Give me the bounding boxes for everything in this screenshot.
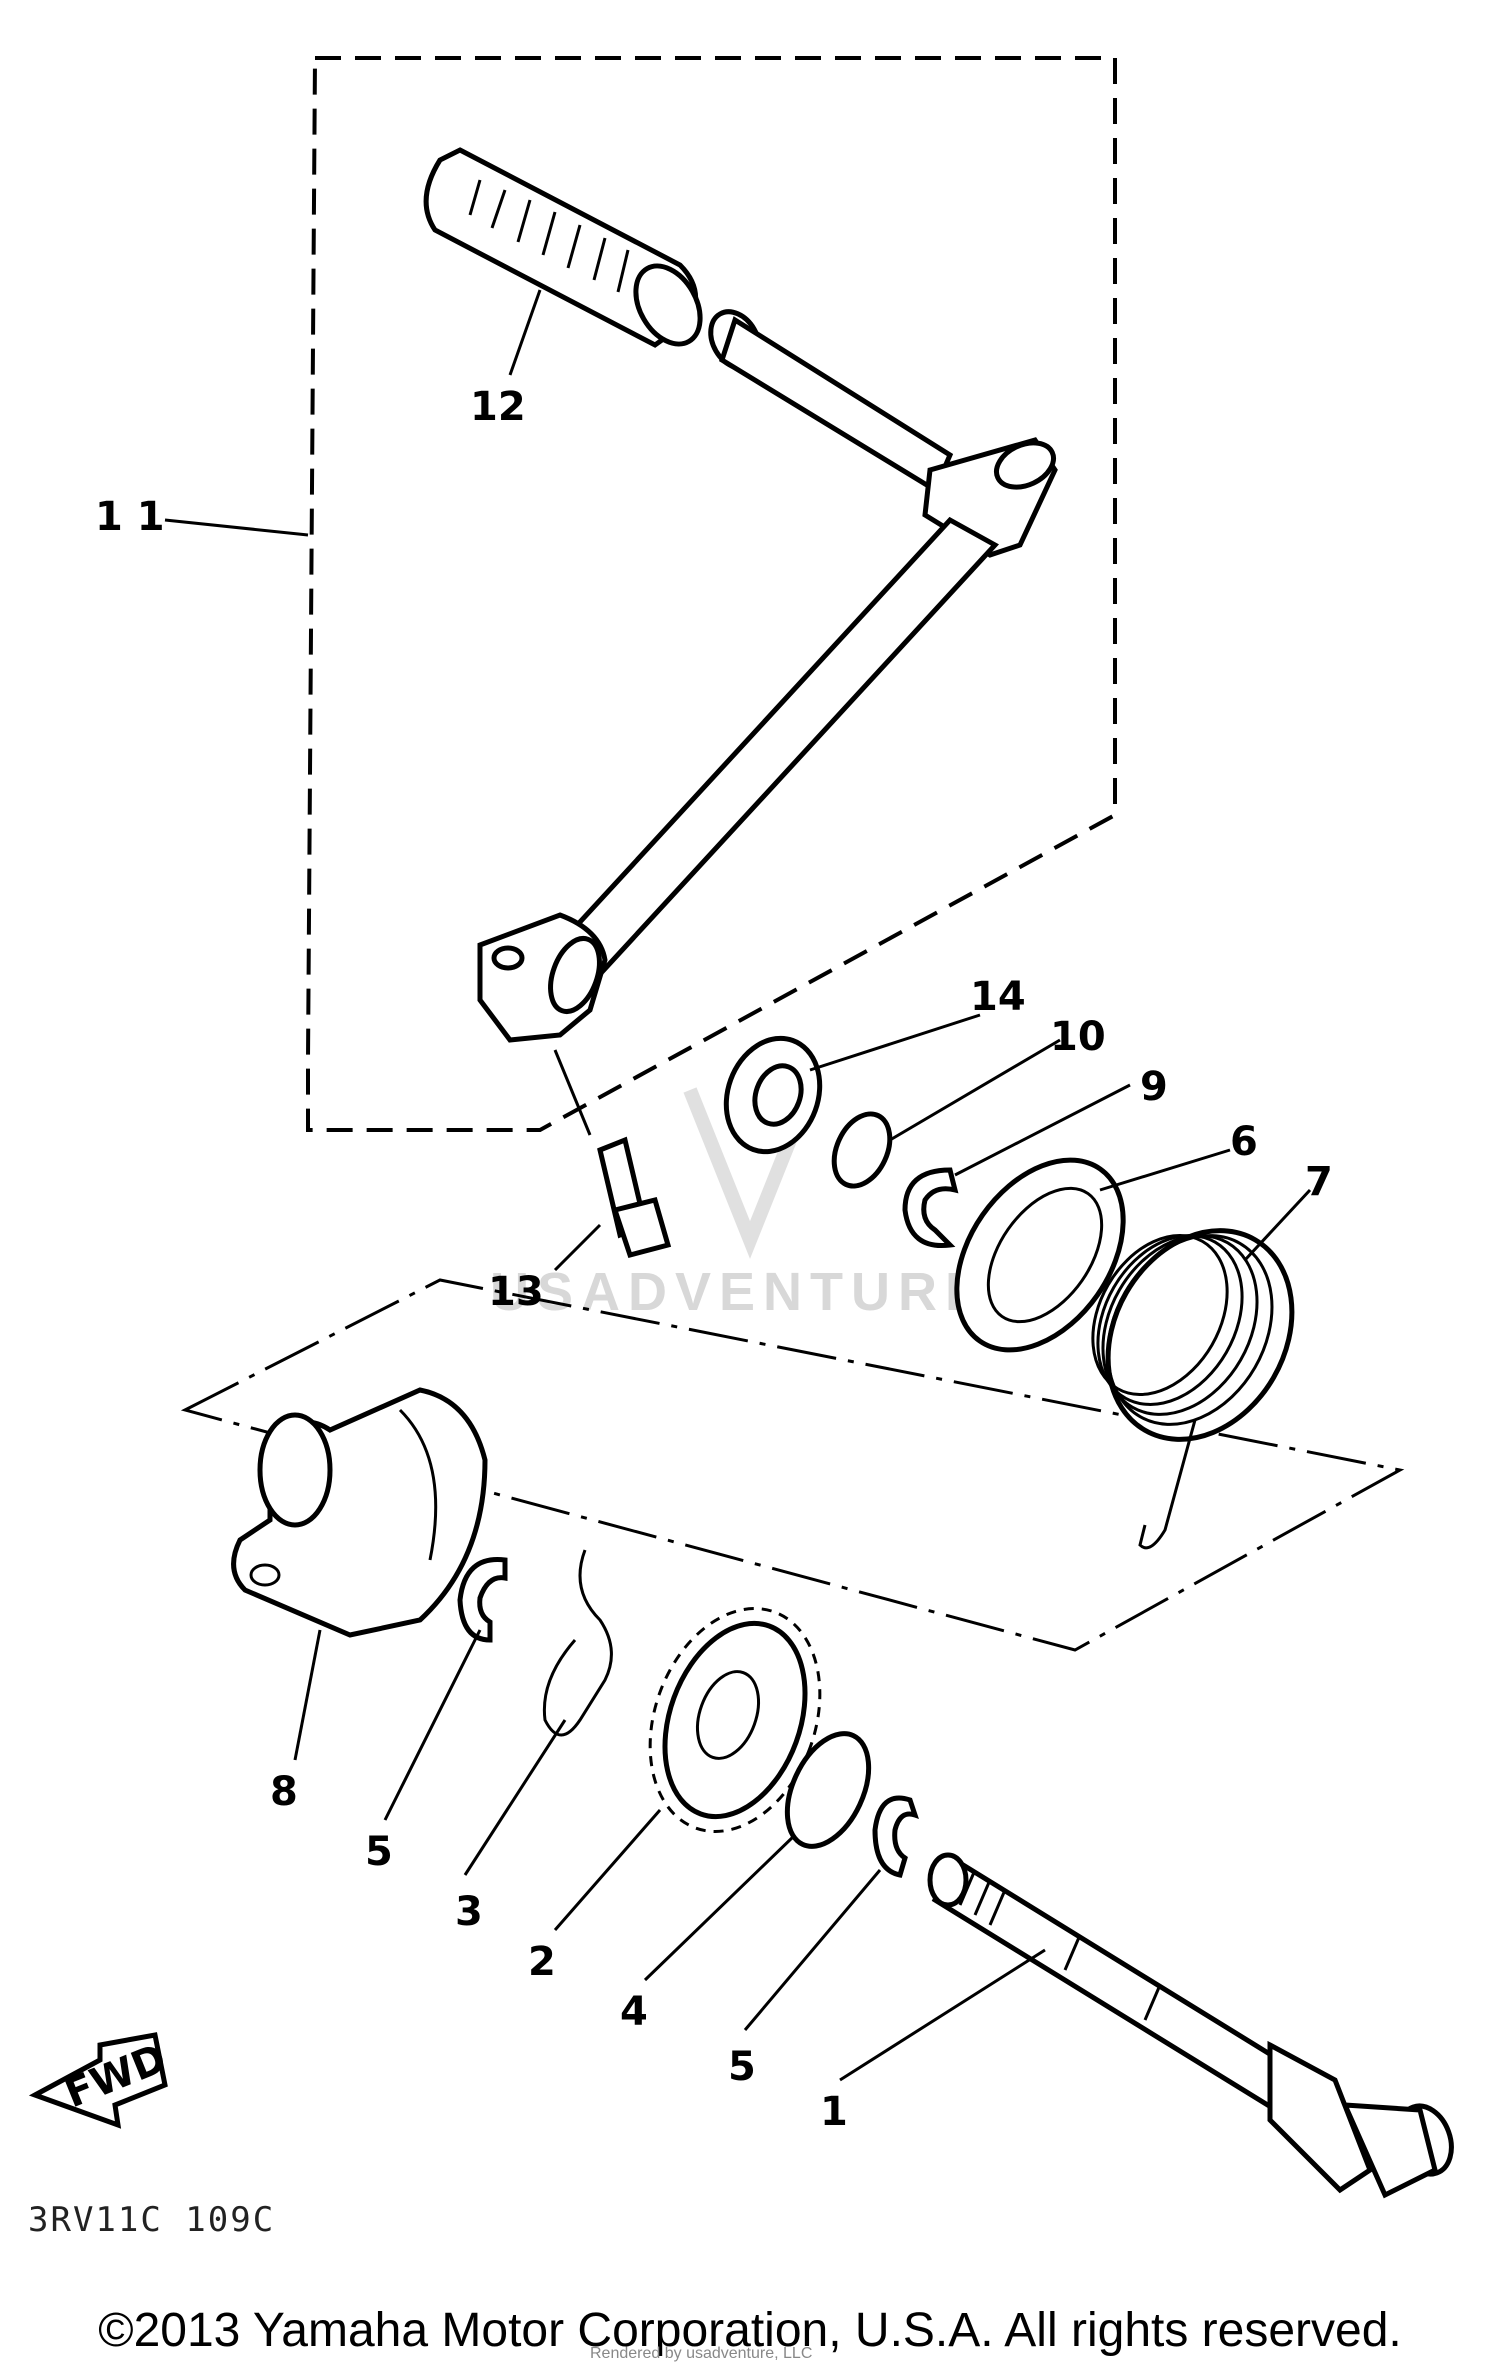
callout-5-lower: 5 (728, 2044, 756, 2090)
circlip-5-upper (457, 1557, 508, 1643)
gear-washer (784, 1731, 872, 1849)
callout-8: 8 (270, 1769, 298, 1815)
callout-13: 13 (488, 1269, 544, 1315)
callout-9: 9 (1140, 1064, 1168, 1110)
kick-gear (648, 1607, 822, 1833)
callout-1: 1 (820, 2089, 848, 2135)
copyright-notice: ©2013 Yamaha Motor Corporation, U.S.A. A… (98, 2304, 1402, 2357)
callout-11: 1 1 (95, 494, 165, 540)
crank-bolt (553, 1049, 672, 1259)
kick-crank-arm (477, 309, 1058, 1043)
callout-10: 10 (1050, 1014, 1106, 1060)
kick-grip (423, 147, 703, 348)
spring-clip (542, 1549, 613, 1737)
callout-labels: 1 1 12 13 14 10 9 6 7 8 5 3 2 4 5 1 (95, 384, 1333, 2135)
ratchet-housing (231, 1387, 488, 1638)
callout-5-upper: 5 (365, 1829, 393, 1875)
kick-axle (927, 1852, 1454, 2199)
callout-14: 14 (970, 974, 1026, 1020)
circlip-9 (902, 1167, 959, 1249)
callout-2: 2 (528, 1939, 556, 1985)
watermark-text: USADVENTURE (490, 1262, 989, 1322)
callout-7: 7 (1305, 1159, 1333, 1205)
render-note: Rendered by usadventure, LLC (590, 2345, 813, 2362)
callout-4: 4 (620, 1989, 648, 2035)
washer (831, 1111, 893, 1189)
oil-seal (723, 1035, 823, 1155)
kick-crank-assembly-outline (306, 56, 1117, 1132)
spring-guide (954, 1157, 1126, 1353)
leader-lines (164, 289, 1312, 2082)
circlip-5-lower (872, 1795, 919, 1878)
callout-3: 3 (455, 1889, 483, 1935)
fwd-arrow: FWD (28, 2032, 173, 2129)
spring-group-outline (180, 1278, 1405, 1652)
callout-6: 6 (1230, 1119, 1258, 1165)
torsion-spring (1091, 1228, 1295, 1550)
callout-12: 12 (470, 384, 526, 430)
reference-code: 3RV11C 109C (28, 2200, 276, 2240)
